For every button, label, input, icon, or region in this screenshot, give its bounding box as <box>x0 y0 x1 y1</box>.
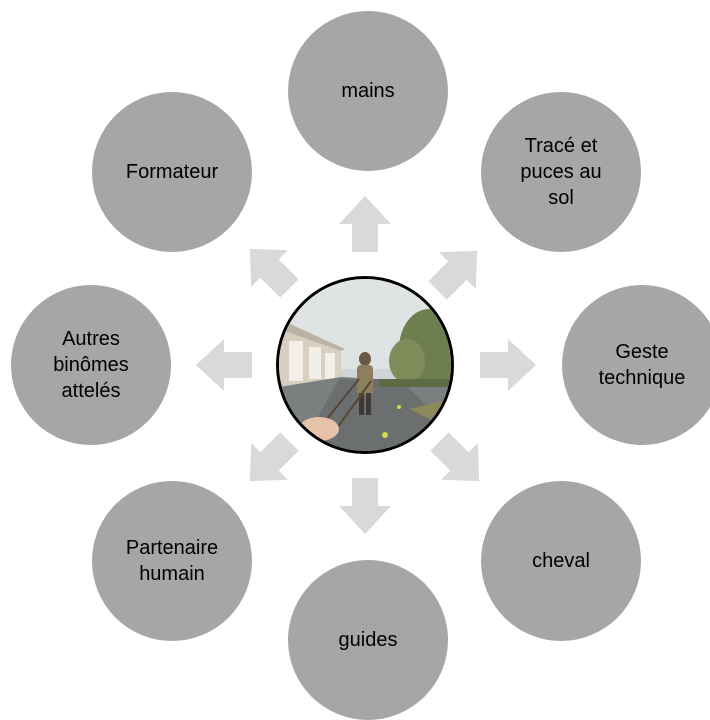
node-partenaire: Partenaire humain <box>92 481 252 641</box>
arrow-up <box>339 196 391 252</box>
node-trace: Tracé et puces au sol <box>481 92 641 252</box>
arrow-down-right <box>430 432 480 482</box>
node-mains: mains <box>288 11 448 171</box>
arrow-up-left <box>249 248 299 298</box>
node-partenaire-label: Partenaire humain <box>125 537 219 585</box>
node-geste-label: Geste technique <box>598 341 686 389</box>
node-formateur: Formateur <box>92 92 252 252</box>
center-photo <box>276 276 454 454</box>
arrow-up-right <box>428 250 478 300</box>
node-trace-label: Tracé et puces au sol <box>520 135 602 209</box>
node-guides: guides <box>288 560 448 720</box>
arrow-left <box>196 339 252 391</box>
node-cheval-label: cheval <box>532 550 590 572</box>
node-autres-label: Autres binômes attelés <box>53 328 129 402</box>
node-geste: Geste technique <box>562 285 710 445</box>
node-guides-label: guides <box>338 629 398 651</box>
photo-driving-horse-icon <box>279 279 451 451</box>
arrow-down-left <box>249 432 299 482</box>
arrow-down <box>339 478 391 534</box>
node-cheval: cheval <box>481 481 641 641</box>
node-mains-label: mains <box>341 80 395 102</box>
node-autres: Autres binômes attelés <box>11 285 171 445</box>
arrow-right <box>480 339 536 391</box>
node-formateur-label: Formateur <box>125 161 219 183</box>
